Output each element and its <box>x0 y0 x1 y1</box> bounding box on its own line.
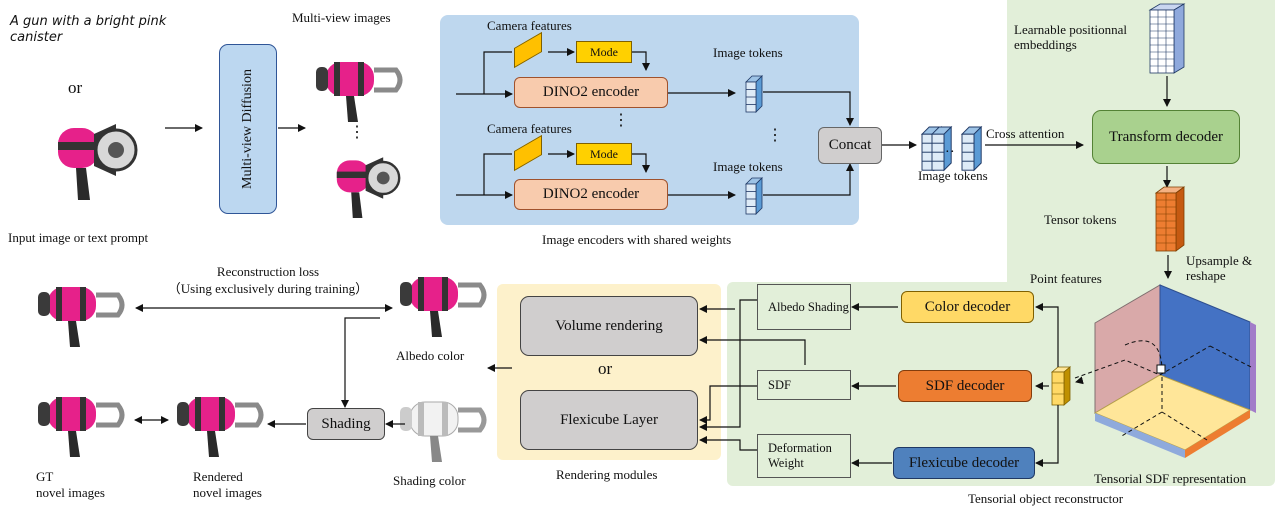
dino-encoder-box-1: DINO2 encoder <box>514 77 668 108</box>
input-gun-image <box>56 122 138 202</box>
volume-rendering-box: Volume rendering <box>520 296 698 356</box>
image-tokens-1 <box>745 75 763 113</box>
concat-box: Concat <box>818 127 882 164</box>
training-note-label: （Using exclusively during training） <box>167 281 369 296</box>
upsample-label: Upsample & reshape <box>1186 253 1253 283</box>
gt-label-line2: novel images <box>36 485 105 500</box>
learnable-pe-label: Learnable positionnal embeddings <box>1014 22 1127 52</box>
point-feature-cube <box>1050 366 1072 406</box>
reconstruction-loss-label: Reconstruction loss <box>216 264 320 279</box>
multiview-image-2 <box>335 155 401 220</box>
multiview-dots: ⋮ <box>349 124 365 141</box>
mode-box-2: Mode <box>576 143 632 165</box>
rendered-label-line2: novel images <box>193 485 262 500</box>
rendered-label-line1: Rendered <box>193 469 243 484</box>
gt-novel-image <box>38 397 122 457</box>
gt-label-line1: GT <box>36 469 54 484</box>
shading-box: Shading <box>307 408 385 440</box>
color-decoder-box: Color decoder <box>901 291 1034 323</box>
multiview-diffusion-label: Multi-view Diffusion <box>240 69 255 189</box>
camera-features-label-2: Camera features <box>487 121 572 136</box>
svg-text:·: · <box>950 145 955 160</box>
tensorial-sdf-triplane <box>1074 284 1256 458</box>
multiview-diffusion-box: Multi-view Diffusion <box>219 44 277 214</box>
sdf-decoder-box: SDF decoder <box>898 370 1032 402</box>
tensor-token-grid <box>1154 186 1186 252</box>
deformation-weight-output: Deformation Weight <box>757 434 851 478</box>
input-caption: Input image or text prompt <box>8 230 149 245</box>
mode-box-1: Mode <box>576 41 632 63</box>
image-tokens-2 <box>745 177 763 215</box>
positional-embedding-grid <box>1148 3 1186 74</box>
gt-training-image <box>38 287 122 347</box>
image-tokens-group-label: Image tokens <box>918 168 988 183</box>
encoder-caption: Image encoders with shared weights <box>542 232 732 247</box>
encoder-dots-right: ⋮ <box>767 127 783 144</box>
image-tokens-label-2: Image tokens <box>713 159 783 174</box>
rendered-novel-image <box>177 397 261 457</box>
tensor-tokens-label: Tensor tokens <box>1044 212 1117 227</box>
rendering-caption: Rendering modules <box>556 467 658 482</box>
albedo-color-image <box>400 277 484 337</box>
flexicube-decoder-box: Flexicube decoder <box>893 447 1035 479</box>
sdf-output: SDF <box>757 370 851 400</box>
transform-decoder-box: Transform decoder <box>1092 110 1240 164</box>
svg-text:·: · <box>945 145 950 160</box>
albedo-shading-output: Albedo Shading <box>757 284 851 330</box>
image-tokens-label-1: Image tokens <box>713 45 783 60</box>
reconstructor-caption: Tensorial object reconstructor <box>968 491 1124 506</box>
tensorial-sdf-label: Tensorial SDF representation <box>1094 471 1247 486</box>
flexicube-layer-box: Flexicube Layer <box>520 390 698 450</box>
multiview-image-1 <box>316 62 400 122</box>
point-features-label: Point features <box>1030 271 1102 286</box>
cross-attention-label: Cross attention <box>986 126 1065 141</box>
rendering-or-label: or <box>598 359 613 378</box>
text-prompt: A gun with a bright pink canister <box>10 14 167 45</box>
shading-color-image <box>400 402 484 462</box>
shading-color-label: Shading color <box>393 473 466 488</box>
camera-features-label-1: Camera features <box>487 18 572 33</box>
multiview-title: Multi-view images <box>292 10 391 25</box>
input-or-label: or <box>68 78 83 97</box>
albedo-color-label: Albedo color <box>396 348 465 363</box>
encoder-dots-mid: ⋮ <box>613 112 629 129</box>
dino-encoder-box-2: DINO2 encoder <box>514 179 668 210</box>
